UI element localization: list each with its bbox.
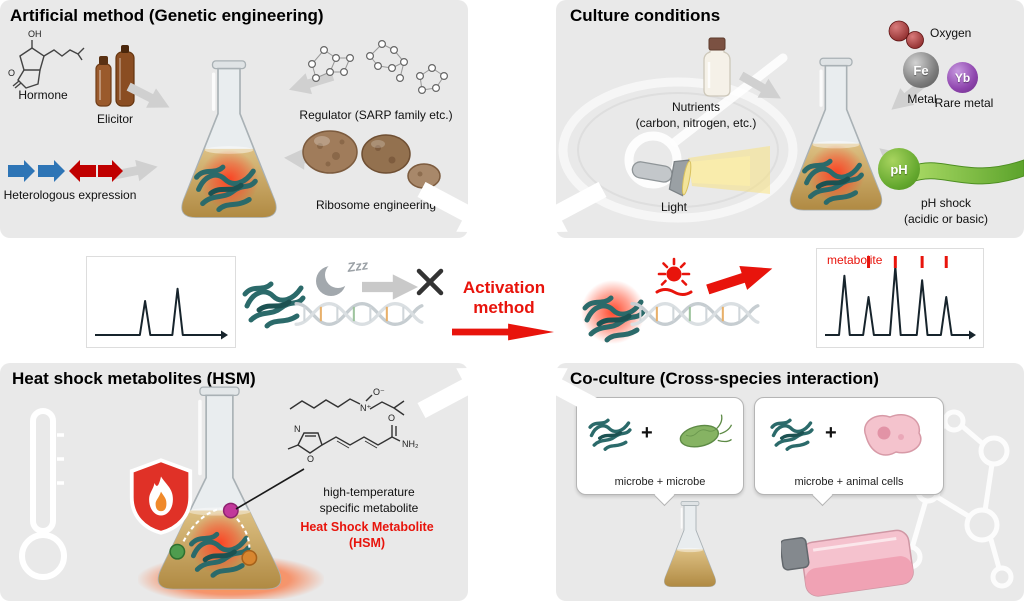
hormone-structure-icon: OH O	[8, 29, 85, 89]
chromatogram-before-plot	[95, 287, 228, 340]
ribosome-icon	[302, 130, 441, 189]
flask-icon	[180, 59, 278, 219]
panel-culture-title: Culture conditions	[570, 6, 721, 25]
panel-coculture: Co-culture (Cross-species interaction) +	[556, 363, 1024, 601]
microbe-animal-caption: microbe + animal cells	[794, 476, 904, 488]
rare-metal-symbol: Yb	[954, 70, 971, 85]
blocked-cross-icon	[416, 268, 444, 296]
flask-icon	[788, 56, 884, 212]
plus-sign: +	[825, 422, 837, 444]
shield-fire-icon	[129, 458, 193, 535]
oxygen-molecule-icon	[888, 20, 924, 49]
zzz-label: Zzz	[345, 257, 369, 275]
hsm-desc: high-temperature specific metabolite	[319, 485, 419, 515]
light-label: Light	[660, 200, 688, 214]
metal-label: Metal	[907, 92, 937, 106]
elicitor-label: Elicitor	[96, 112, 133, 126]
ph-badge: pH	[878, 148, 920, 190]
animal-cell-icon	[863, 413, 922, 456]
hsm-structure-icon: N⁺ O⁻ N O O NH₂	[287, 387, 419, 464]
hsm-carbonyl-o-label: O	[388, 413, 395, 423]
bacteria-icon	[770, 418, 814, 451]
elicitor-bottles-icon	[95, 45, 135, 107]
hormone-o-label: O	[8, 68, 15, 78]
hsm-name: Heat Shock Metabolite (HSM)	[300, 520, 434, 551]
microbe-microbe-bubble: + microbe + microbe	[576, 397, 744, 507]
microbe-animal-bubble: + microbe + animal cells	[754, 397, 944, 507]
heterologous-label: Heterologous expression	[3, 188, 137, 202]
metal-sphere: Fe	[903, 52, 939, 88]
hormone-label: Hormone	[18, 88, 68, 102]
panel-heat-shock: Heat shock metabolites (HSM)	[0, 363, 468, 601]
panel-culture-conditions: Culture conditions Nutrients (carbon, ni…	[556, 0, 1024, 238]
chromatogram-after: metabolite	[816, 248, 984, 348]
activation-method-label: Activation method	[462, 278, 546, 318]
dna-icon	[294, 302, 424, 326]
regulator-label: Regulator (SARP family etc.)	[299, 108, 453, 122]
regulator-network-icon	[308, 39, 449, 94]
panel-hsm-title: Heat shock metabolites (HSM)	[12, 369, 256, 388]
green-microbe-icon	[679, 414, 733, 448]
plus-sign: +	[641, 422, 653, 444]
microbe-microbe-caption: microbe + microbe	[614, 476, 706, 488]
panel-artificial-method: Artificial method (Genetic engineering) …	[0, 0, 468, 238]
flask-icon	[157, 386, 282, 590]
thermometer-icon	[19, 408, 67, 580]
culture-flask-icon	[781, 529, 914, 597]
bacteria-icon	[588, 418, 632, 451]
ph-tape-icon	[912, 159, 1024, 185]
dna-icon	[630, 302, 760, 326]
moon-sleep-icon: Zzz	[316, 257, 370, 296]
flask-icon	[663, 500, 717, 588]
hsm-ring-o-label: O	[307, 454, 314, 464]
ph-symbol: pH	[890, 161, 908, 177]
hsm-n-label: N	[294, 424, 301, 434]
chromatogram-after-plot	[825, 256, 976, 340]
rare-metal-sphere: Yb	[947, 62, 978, 93]
oxygen-label: Oxygen	[930, 26, 972, 40]
red-arrow	[452, 323, 554, 341]
rare-metal-label: Rare metal	[934, 96, 994, 110]
nutrients-label: Nutrients (carbon, nitrogen, etc.)	[635, 100, 757, 130]
sun-activation-icon	[655, 257, 693, 296]
hsm-nplus-label: N⁺	[360, 403, 371, 413]
bubble-tail	[811, 484, 834, 507]
hormone-oh-label: OH	[28, 29, 42, 39]
chromatogram-before	[86, 256, 236, 348]
metal-symbol: Fe	[913, 62, 929, 78]
ribosome-label: Ribosome engineering	[315, 198, 437, 212]
bacteria-icon	[581, 280, 652, 344]
metabolite-label: metabolite	[827, 253, 883, 267]
hsm-nh2-label: NH₂	[402, 439, 419, 449]
pointer-line	[235, 468, 305, 510]
hsm-ominus-label: O⁻	[373, 387, 385, 397]
petri-dish-icon	[558, 53, 798, 223]
flashlight-icon	[631, 146, 770, 197]
panel-coculture-title: Co-culture (Cross-species interaction)	[570, 369, 879, 388]
nutrients-bottle-icon	[703, 37, 731, 97]
gene-cluster-icon	[8, 160, 123, 182]
ph-label: pH shock (acidic or basic)	[903, 196, 989, 226]
panel-artificial-title: Artificial method (Genetic engineering)	[10, 6, 324, 25]
